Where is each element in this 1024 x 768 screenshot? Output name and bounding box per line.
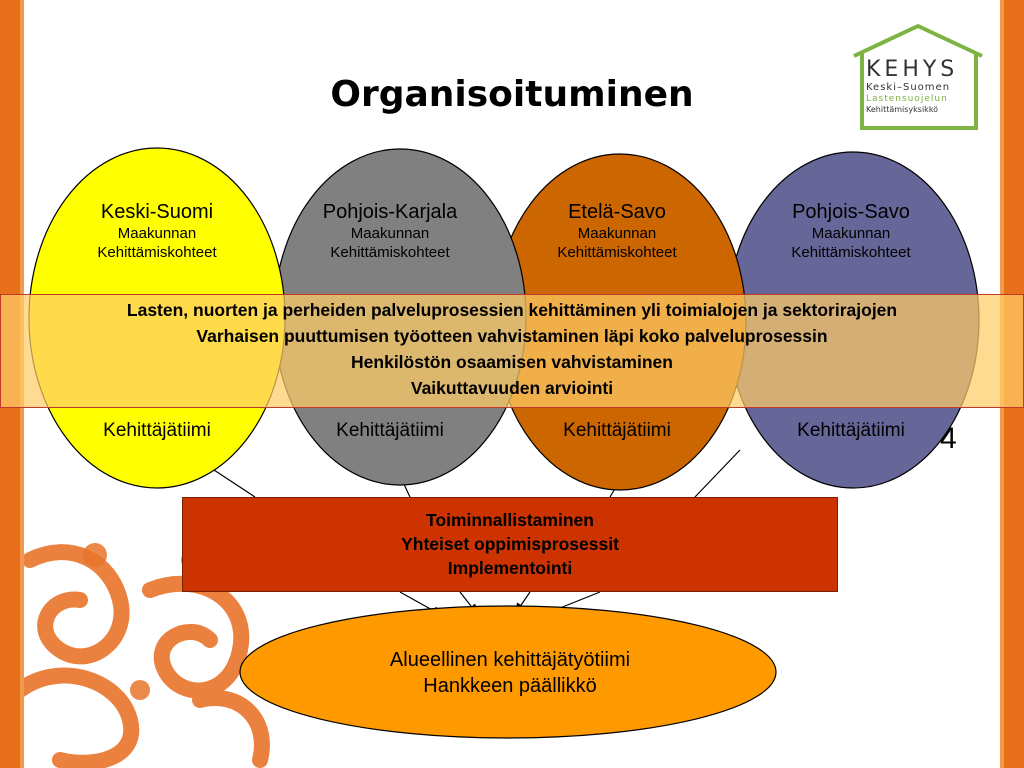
region-sub-1: Maakunnan <box>350 225 430 242</box>
band-line-4: Vaikuttavuuden arviointi <box>410 378 614 398</box>
region-label-pohjois-savo: Pohjois-Savo Maakunnan Kehittämiskohteet <box>736 200 966 262</box>
bottom-line-1: Alueellinen kehittäjätyötiimi <box>389 649 631 671</box>
region-label-pohjois-karjala: Pohjois-Karjala Maakunnan Kehittämiskoht… <box>275 200 505 262</box>
bottom-ellipse <box>239 605 777 739</box>
middle-line-2: Yhteiset oppimisprosessit <box>401 534 619 554</box>
band-line-2: Varhaisen puuttumisen työotteen vahvista… <box>196 326 828 346</box>
region-sub-2: Kehittämiskohteet <box>97 244 217 261</box>
region-name: Keski-Suomi <box>100 201 214 223</box>
logo-line-3: Kehittämisyksikkö <box>866 105 939 114</box>
middle-line-1: Toiminnallistaminen <box>426 510 594 530</box>
region-label-etela-savo: Etelä-Savo Maakunnan Kehittämiskohteet <box>502 200 732 262</box>
logo-line-1: Keski–Suomen <box>866 82 951 93</box>
region-name: Pohjois-Savo <box>792 201 910 223</box>
region-sub-1: Maakunnan <box>117 225 197 242</box>
region-sub-1: Maakunnan <box>811 225 891 242</box>
band-background <box>0 294 1024 408</box>
slide-title: Organisoituminen <box>330 74 694 115</box>
region-sub-1: Maakunnan <box>577 225 657 242</box>
region-sub-2: Kehittämiskohteet <box>791 244 911 261</box>
band-line-3: Henkilöstön osaamisen vahvistaminen <box>351 352 673 372</box>
team-label-etela-savo: Kehittäjätiimi <box>563 420 671 441</box>
logo-line-2: Lastensuojelun <box>866 94 948 104</box>
region-name: Pohjois-Karjala <box>322 201 458 223</box>
goals-band: Lasten, nuorten ja perheiden palvelupros… <box>0 294 1024 408</box>
logo-main-text: KEHYS <box>866 57 959 82</box>
band-line-1: Lasten, nuorten ja perheiden palvelupros… <box>126 300 898 320</box>
region-label-keski-suomi: Keski-Suomi Maakunnan Kehittämiskohteet <box>42 200 272 262</box>
region-sub-2: Kehittämiskohteet <box>557 244 677 261</box>
bottom-line-2: Hankkeen päällikkö <box>423 675 597 697</box>
connector-line-4 <box>694 449 741 498</box>
connector-line-1 <box>213 469 256 498</box>
implementation-box: Toiminnallistaminen Yhteiset oppimispros… <box>182 497 838 592</box>
team-label-pohjois-savo: Kehittäjätiimi <box>797 420 905 441</box>
kehys-house-logo <box>853 24 983 130</box>
middle-line-3: Implementointi <box>447 558 573 578</box>
regional-team-text: Alueellinen kehittäjätyötiimi Hankkeen p… <box>240 647 780 699</box>
region-name: Etelä-Savo <box>568 201 666 223</box>
team-label-pohjois-karjala: Kehittäjätiimi <box>336 420 444 441</box>
team-label-keski-suomi: Kehittäjätiimi <box>103 420 211 441</box>
logo-text: KEHYS Keski–Suomen Lastensuojelun Kehitt… <box>866 58 978 115</box>
page-number: 4 <box>940 422 957 455</box>
region-sub-2: Kehittämiskohteet <box>330 244 450 261</box>
